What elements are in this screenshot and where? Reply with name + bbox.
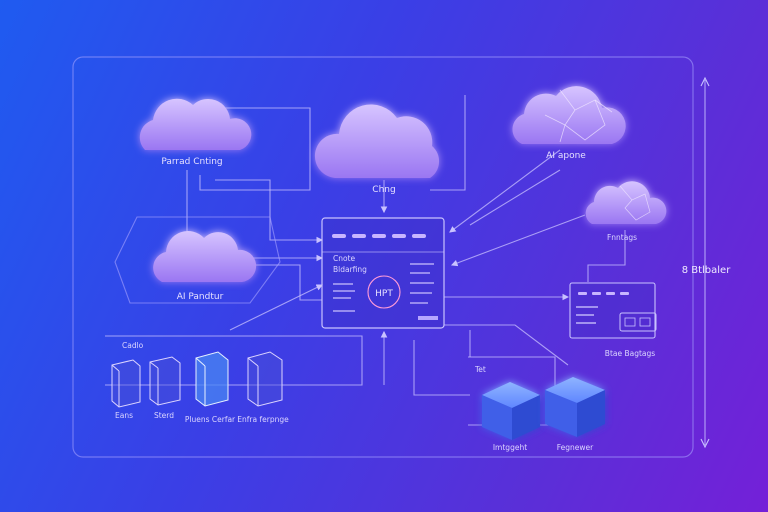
server-rack-icon bbox=[247, 351, 283, 407]
cloud-icon bbox=[153, 231, 257, 282]
right-panel-label: Btae Bagtags bbox=[605, 349, 655, 358]
cloud-network-icon bbox=[585, 181, 667, 224]
right-panel bbox=[569, 282, 657, 339]
server-label-2: Pluens Cerfar bbox=[185, 415, 236, 424]
cloud-label-top-right: AI apone bbox=[546, 151, 586, 161]
server-rack-icon bbox=[111, 359, 141, 408]
side-label: 8 Btlbaler bbox=[682, 265, 732, 276]
hub-label-line1: Cnote bbox=[333, 254, 356, 263]
cube-label-0: Imtggeht bbox=[493, 443, 527, 452]
server-label-0: Eans bbox=[115, 411, 133, 420]
server-rack-icon bbox=[149, 356, 181, 406]
left-cloud-container bbox=[114, 216, 281, 304]
cloud-label-right: Fnntags bbox=[607, 233, 637, 242]
server-label-3: Enfra ferpnge bbox=[237, 415, 289, 424]
cloud-label-center: Chng bbox=[372, 185, 395, 195]
cube-label-1: Fegnewer bbox=[557, 443, 594, 452]
server-rack-icon bbox=[195, 351, 229, 407]
connectors bbox=[105, 95, 626, 426]
cube-group-label: Tet bbox=[474, 365, 486, 374]
side-arrow bbox=[700, 76, 710, 449]
cube-icon bbox=[545, 377, 605, 437]
outer-frame bbox=[72, 56, 694, 458]
central-hub bbox=[321, 217, 445, 329]
cube-icon bbox=[482, 382, 540, 440]
cloud-icon bbox=[139, 98, 252, 150]
cloud-label-top-left: Parrad Cnting bbox=[161, 157, 222, 167]
hub-label-line2: Bldarfing bbox=[333, 265, 367, 274]
server-group-label: Cadlo bbox=[122, 341, 144, 350]
cloud-icon bbox=[314, 104, 440, 178]
hub-badge: HPT bbox=[375, 289, 393, 299]
server-label-1: Sterd bbox=[154, 411, 174, 420]
cloud-label-left: AI Pandtur bbox=[177, 292, 224, 302]
cloud-network-icon bbox=[512, 86, 626, 144]
